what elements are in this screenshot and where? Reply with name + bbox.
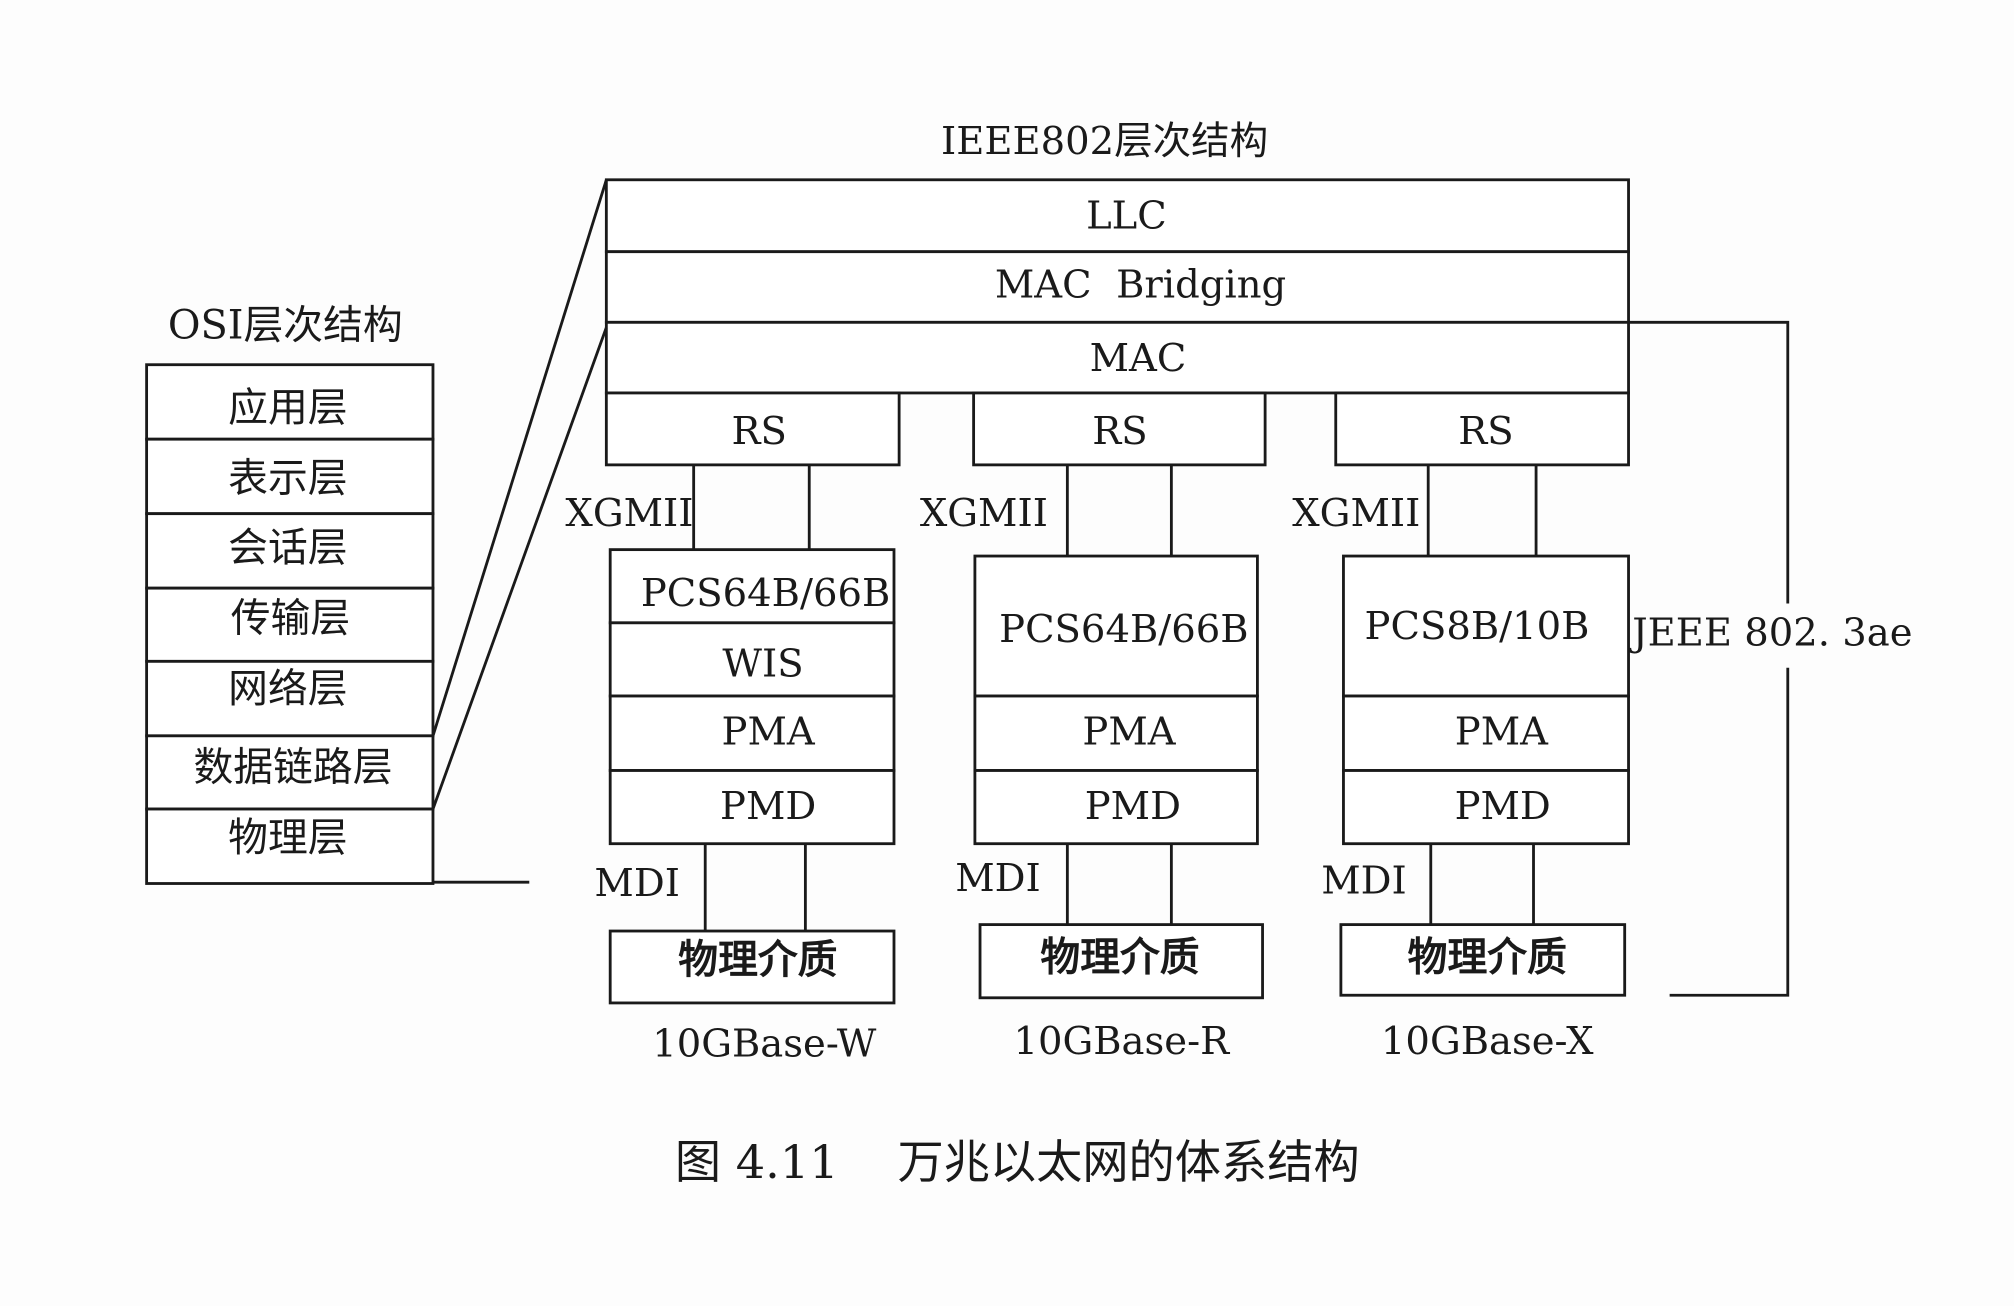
- medium-label: 物理介质: [1408, 935, 1567, 981]
- column-10gbase-w: RS XGMII PCS64B/66B WIS PMA PMD MDI 物理介质…: [565, 391, 901, 1067]
- mdi-label: MDI: [955, 856, 1041, 901]
- figure-caption: 图 4.11 万兆以太网的体系结构: [675, 1135, 1360, 1189]
- pma-label: PMA: [722, 710, 816, 755]
- medium-label: 物理介质: [678, 937, 837, 983]
- mac-label: MAC: [1090, 336, 1187, 381]
- rs-label: RS: [1092, 409, 1147, 454]
- bracket-label: JEEE 802. 3ae: [1628, 611, 1912, 656]
- rs-label: RS: [731, 409, 786, 454]
- pcs-label: PCS8B/10B: [1365, 604, 1590, 649]
- pmd-label: PMD: [1085, 784, 1181, 829]
- osi-layer: 数据链路层: [194, 745, 393, 791]
- pma-label: PMA: [1082, 710, 1176, 755]
- column-10gbase-r: RS XGMII PCS64B/66B PMA PMD MDI 物理介质 10G…: [920, 391, 1267, 1064]
- ieee-stack: LLC MAC Bridging MAC: [604, 178, 1630, 395]
- osi-layer: 物理层: [228, 815, 347, 861]
- pcs-label: PCS64B/66B: [641, 571, 890, 616]
- osi-stack: OSI层次结构 应用层 表示层 会话层 传输层 网络层 数据链路层 物理层: [145, 179, 608, 885]
- pmd-label: PMD: [720, 784, 816, 829]
- medium-label: 物理介质: [1040, 935, 1199, 981]
- xgmii-label: XGMII: [1292, 491, 1420, 536]
- pma-label: PMA: [1455, 710, 1549, 755]
- xgmii-label: XGMII: [565, 491, 693, 536]
- osi-layer: 传输层: [231, 596, 350, 642]
- standard-name: 10GBase-W: [652, 1022, 877, 1067]
- column-10gbase-x: RS XGMII PCS8B/10B PMA PMD MDI 物理介质 10GB…: [1292, 391, 1630, 1064]
- standard-name: 10GBase-R: [1013, 1019, 1230, 1064]
- osi-layer: 应用层: [228, 385, 347, 431]
- ieee-title: IEEE802层次结构: [941, 119, 1268, 164]
- osi-title: OSI层次结构: [168, 303, 403, 349]
- osi-layer: 表示层: [228, 456, 347, 502]
- pcs-label: PCS64B/66B: [999, 607, 1248, 652]
- ieee-802-3ae-bracket: JEEE 802. 3ae: [1628, 320, 1913, 997]
- rs-label: RS: [1458, 409, 1513, 454]
- mdi-label: MDI: [594, 861, 680, 906]
- osi-layer: 网络层: [228, 666, 347, 712]
- mapping-line: [431, 179, 608, 737]
- pmd-label: PMD: [1455, 784, 1551, 829]
- llc-label: LLC: [1086, 193, 1167, 238]
- wis-label: WIS: [722, 641, 803, 686]
- osi-layer: 会话层: [228, 525, 347, 571]
- mac-bridging-label: MAC Bridging: [995, 263, 1286, 308]
- xgmii-label: XGMII: [920, 491, 1048, 536]
- standard-name: 10GBase-X: [1381, 1019, 1594, 1064]
- mdi-label: MDI: [1321, 859, 1407, 904]
- mapping-line: [431, 326, 608, 810]
